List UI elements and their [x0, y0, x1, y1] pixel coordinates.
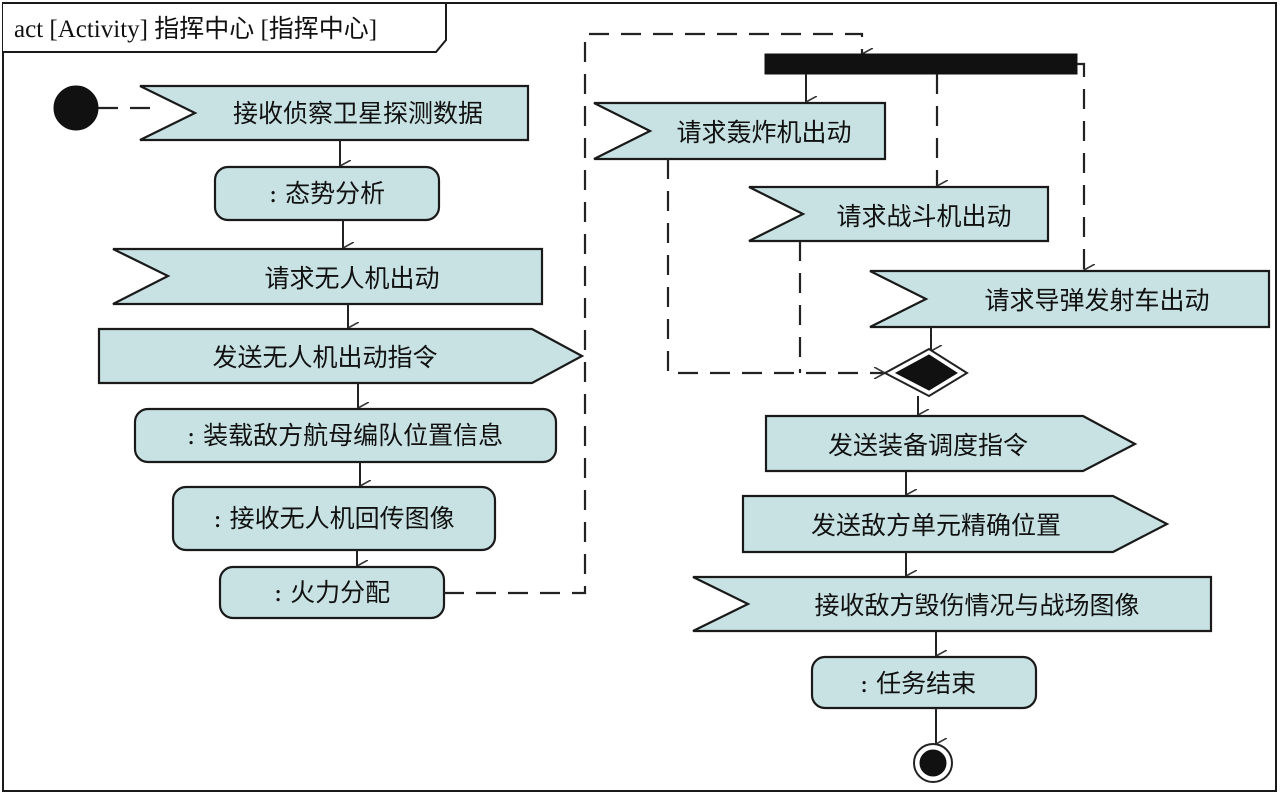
node-label: : 火力分配 — [274, 578, 390, 607]
node-label: 请求战斗机出动 — [836, 202, 1011, 231]
node-label: 请求导弹发射车出动 — [984, 286, 1209, 315]
node-situation-analysis[interactable]: : 态势分析 — [213, 165, 441, 222]
node-label: 发送敌方单元精确位置 — [811, 511, 1061, 540]
node-mission-end[interactable]: : 任务结束 — [810, 655, 1038, 710]
node-receive-damage[interactable]: 接收敌方毁伤情况与战场图像 — [692, 575, 1213, 633]
node-label: 接收侦察卫星探测数据 — [233, 99, 483, 128]
node-send-uav-order[interactable]: 发送无人机出动指令 — [97, 327, 585, 385]
flow-bomber-to-merge — [666, 159, 885, 375]
initial-node — [53, 85, 99, 131]
node-request-uav[interactable]: 请求无人机出动 — [112, 247, 544, 306]
node-label: : 任务结束 — [860, 669, 976, 698]
node-label: 请求无人机出动 — [264, 264, 439, 293]
node-receive-uav-image[interactable]: : 接收无人机回传图像 — [171, 485, 497, 552]
node-send-dispatch[interactable]: 发送装备调度指令 — [764, 414, 1138, 473]
node-label: 发送无人机出动指令 — [212, 343, 437, 372]
node-label: 请求轰炸机出动 — [676, 118, 851, 147]
node-load-carrier-position[interactable]: : 装载敌方航母编队位置信息 — [133, 407, 558, 464]
final-node — [913, 743, 953, 783]
node-label: 接收敌方毁伤情况与战场图像 — [814, 591, 1139, 620]
node-label: 发送装备调度指令 — [828, 431, 1028, 460]
node-request-bomber[interactable]: 请求轰炸机出动 — [593, 101, 887, 161]
frame-title-tab: act [Activity] 指挥中心 [指挥中心] — [3, 2, 447, 53]
node-request-missile[interactable]: 请求导弹发射车出动 — [869, 269, 1271, 329]
node-label: : 接收无人机回传图像 — [213, 504, 454, 533]
flow-fork-to-missile — [1077, 62, 1084, 270]
fork-bar — [764, 53, 1078, 75]
node-fire-allocation[interactable]: : 火力分配 — [218, 565, 446, 620]
node-label: : 装载敌方航母编队位置信息 — [187, 421, 503, 450]
node-receive-satellite[interactable]: 接收侦察卫星探测数据 — [139, 84, 530, 142]
node-label: : 态势分析 — [269, 179, 385, 208]
node-request-fighter[interactable]: 请求战斗机出动 — [748, 185, 1050, 243]
node-send-enemy-position[interactable]: 发送敌方单元精确位置 — [741, 494, 1170, 554]
frame-title: act [Activity] 指挥中心 [指挥中心] — [14, 15, 377, 43]
merge-diamond — [882, 347, 969, 398]
